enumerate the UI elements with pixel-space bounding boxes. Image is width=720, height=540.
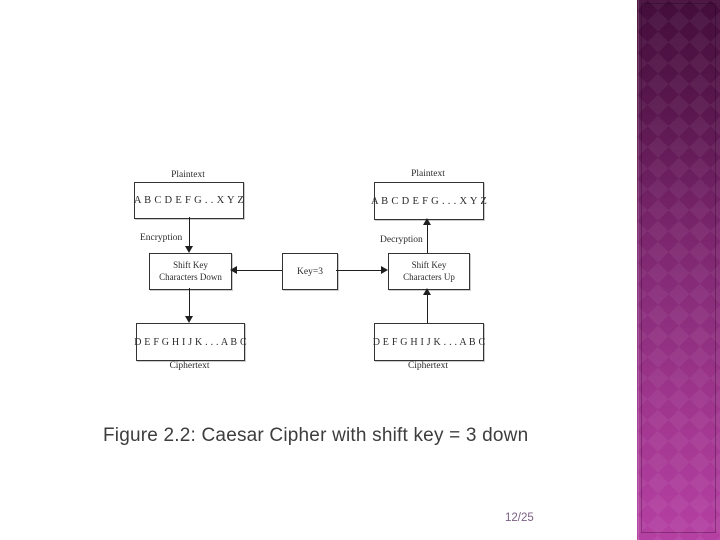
decryption-arrowhead-icon: [423, 218, 431, 225]
encryption-arrow-line: [189, 217, 190, 247]
sidebar-edge-highlight: [638, 0, 639, 540]
caesar-cipher-diagram: Plaintext A B C D E F G . . X Y Z Encryp…: [134, 169, 487, 371]
sidebar-inner-frame: [641, 3, 716, 533]
key-to-shiftdown-line: [237, 270, 282, 271]
shift-up-line2: Characters Up: [403, 271, 455, 282]
shiftdown-to-ciphertext-arrowhead-icon: [185, 316, 193, 323]
ciphertext-to-shiftup-arrowhead-icon: [423, 288, 431, 295]
ciphertext-right-label: Ciphertext: [407, 361, 449, 371]
plaintext-left-label: Plaintext: [171, 170, 205, 180]
decorative-sidebar: [637, 0, 720, 540]
decryption-arrow-line: [427, 224, 428, 253]
shiftdown-to-ciphertext-line: [189, 288, 190, 317]
shift-up-line1: Shift Key: [411, 260, 447, 270]
ciphertext-to-shiftup-line: [427, 294, 428, 323]
plaintext-right-label: Plaintext: [411, 169, 445, 179]
key-to-shiftdown-arrowhead-icon: [230, 266, 237, 274]
ciphertext-left-box: D E F G H I J K . . . A B C: [134, 323, 247, 361]
shift-down-line2: Characters Down: [159, 271, 222, 282]
ciphertext-left-label: Ciphertext: [169, 361, 210, 371]
plaintext-left-box: A B C D E F G . . X Y Z: [134, 182, 244, 219]
encryption-arrowhead-icon: [185, 246, 193, 253]
key-box: Key=3: [282, 253, 338, 290]
shift-key-up-box: Shift Key Characters Up: [388, 253, 470, 290]
shift-key-down-box: Shift Key Characters Down: [149, 253, 232, 290]
shift-down-line1: Shift Key: [173, 260, 208, 270]
encryption-label: Encryption: [140, 233, 183, 243]
plaintext-right-box: A B C D E F G . . . X Y Z: [371, 182, 487, 220]
key-to-shiftup-arrowhead-icon: [381, 266, 388, 274]
key-to-shiftup-line: [336, 270, 381, 271]
page-number: 12/25: [505, 512, 534, 524]
decryption-label: Decryption: [380, 235, 423, 245]
ciphertext-right-box: D E F G H I J K . . . A B C: [373, 323, 485, 361]
figure-caption: Figure 2.2: Caesar Cipher with shift key…: [103, 425, 529, 446]
